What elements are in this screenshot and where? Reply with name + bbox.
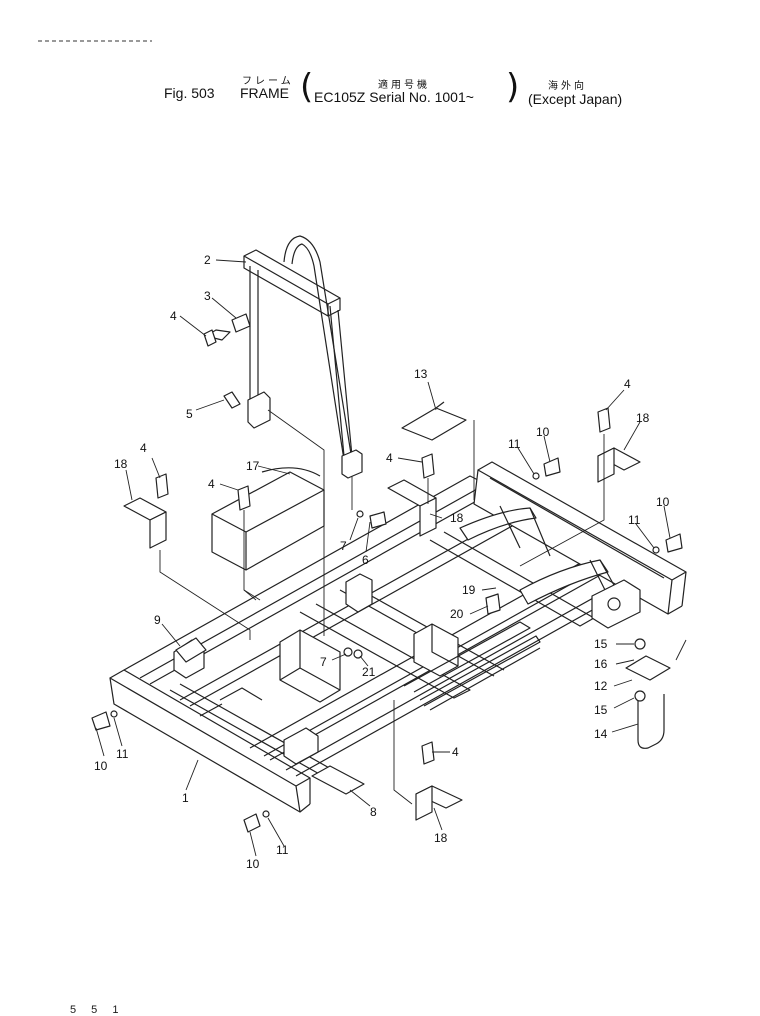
- cross-beams: [169, 531, 595, 781]
- callout-6: 6: [362, 553, 369, 567]
- title-jp: フレーム: [242, 76, 294, 87]
- assembly-lines: [159, 409, 687, 805]
- callout-14: 14: [594, 727, 608, 741]
- guard-frame: [243, 235, 363, 479]
- callout-18-c: 18: [450, 511, 464, 525]
- top-rule: [38, 40, 152, 42]
- callout-2: 2: [204, 253, 211, 267]
- rear-cross-member: [473, 461, 687, 615]
- callout-11-d: 11: [276, 843, 289, 857]
- callout-7: 7: [340, 539, 347, 553]
- callout-18-b: 18: [636, 411, 650, 425]
- right-plate: [591, 579, 641, 629]
- callout-9: 9: [154, 613, 161, 627]
- title-en: FRAME: [240, 85, 289, 101]
- callout-1: 1: [182, 791, 189, 805]
- callout-18: 18: [114, 457, 128, 471]
- serial-en: EC105Z Serial No. 1001~: [314, 89, 474, 105]
- callout-17: 17: [246, 459, 260, 473]
- left-paren: (: [300, 67, 314, 107]
- track-plates: [403, 621, 541, 711]
- callout-4-d: 4: [386, 451, 393, 465]
- rear-saddles: [459, 505, 621, 605]
- u-bolt: [625, 655, 671, 749]
- callout-15: 15: [594, 637, 608, 651]
- right-paren: ): [506, 67, 520, 107]
- callout-10: 10: [536, 425, 550, 439]
- callout-4-f: 4: [452, 745, 459, 759]
- callout-10-b: 10: [656, 495, 670, 509]
- bracket-13: [401, 401, 467, 441]
- callout-4: 4: [170, 309, 177, 323]
- callout-15-b: 15: [594, 703, 608, 717]
- bracket-8-9: [175, 637, 365, 795]
- callout-13: 13: [414, 367, 428, 381]
- callout-10-c: 10: [94, 759, 108, 773]
- callout-11: 11: [508, 437, 521, 451]
- callout-11-b: 11: [628, 513, 641, 527]
- market-jp: 海外向: [548, 81, 587, 92]
- front-brackets: [173, 573, 459, 765]
- bracket-18: [123, 447, 641, 821]
- callout-21: 21: [362, 665, 376, 679]
- callout-4-c: 4: [208, 477, 215, 491]
- callout-8: 8: [370, 805, 377, 819]
- fig-label: Fig. 503: [164, 85, 215, 101]
- market-en: (Except Japan): [528, 91, 623, 107]
- callout-19: 19: [462, 583, 476, 597]
- callout-10-d: 10: [246, 857, 260, 871]
- callout-20: 20: [450, 607, 464, 621]
- callout-16: 16: [594, 657, 608, 671]
- callout-4-b: 4: [140, 441, 147, 455]
- callout-12: 12: [594, 679, 608, 693]
- bolts: [91, 313, 683, 833]
- front-cross-member: [109, 669, 311, 813]
- callout-7-b: 7: [320, 655, 327, 669]
- callout-11-c: 11: [116, 747, 129, 761]
- callout-18-d: 18: [434, 831, 448, 845]
- page-number: 5 5 1: [70, 1004, 125, 1016]
- serial-jp: 適用号機: [378, 80, 430, 91]
- callout-5: 5: [186, 407, 193, 421]
- callout-4-e: 4: [624, 377, 631, 391]
- callout-3: 3: [204, 289, 211, 303]
- cover-box: [211, 467, 325, 571]
